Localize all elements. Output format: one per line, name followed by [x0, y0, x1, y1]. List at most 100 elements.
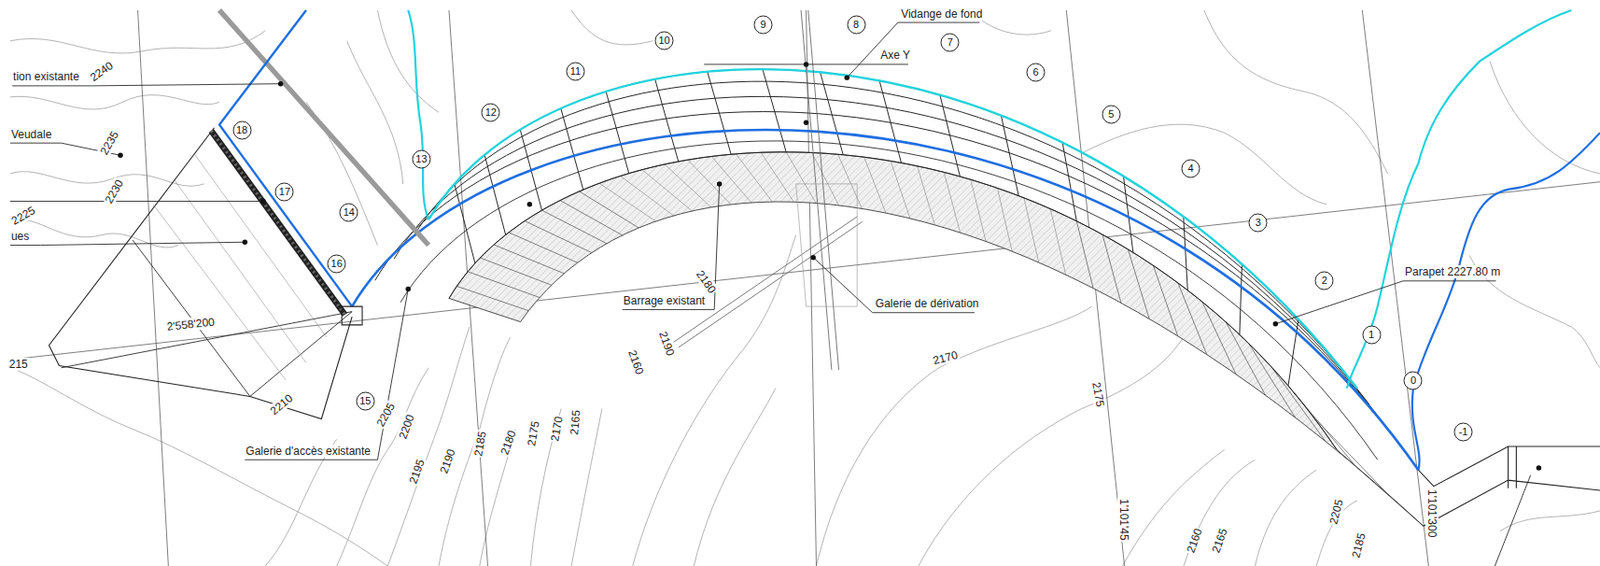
callout-number: 17 — [274, 182, 295, 202]
contour-line — [377, 10, 439, 113]
callout-circle: 18 — [232, 120, 253, 141]
existing-dam-joint — [467, 271, 540, 298]
contour-line — [10, 367, 388, 566]
callout-label: Axe Y — [879, 48, 912, 62]
leader-dot — [242, 239, 248, 245]
callout-label: 215 — [8, 357, 29, 371]
existing-dam-joint — [479, 257, 551, 285]
callout-number: -1 — [1453, 421, 1474, 442]
circle-shape — [1181, 159, 1200, 178]
contour-label: 2160 — [625, 347, 647, 378]
contour-label: 2185 — [471, 428, 490, 458]
callout-circle: 8 — [846, 14, 867, 35]
leader-dot — [803, 120, 809, 126]
callout-circle: 7 — [940, 32, 960, 53]
existing-dam-joint — [785, 152, 816, 204]
block-joint — [561, 108, 584, 190]
leader-line — [1494, 475, 1530, 566]
grid-line — [10, 182, 1600, 360]
callout-number: 14 — [338, 202, 359, 223]
existing-dam-joint — [864, 156, 886, 213]
contour-line — [387, 326, 469, 566]
callout-circle: 11 — [565, 61, 586, 82]
callout-label: Barrage existant — [622, 294, 706, 308]
leader-line — [1275, 280, 1496, 324]
dam-line — [449, 152, 1337, 450]
existing-dam-joint — [996, 187, 1012, 252]
callout-circle: 3 — [1248, 212, 1268, 233]
gallery-outline — [796, 183, 858, 307]
callout-number: 7 — [940, 32, 960, 53]
leader-dot — [406, 286, 411, 292]
grid-line — [806, 10, 817, 566]
callout-number: 12 — [480, 102, 501, 123]
circle-shape — [655, 31, 674, 50]
existing-dam-joint — [1270, 365, 1325, 441]
abutment-band — [210, 130, 345, 315]
existing-dam-joint — [579, 191, 640, 228]
contour-line — [632, 235, 797, 566]
contour-label: 2'558'200 — [165, 315, 216, 334]
contour-line — [1489, 61, 1600, 174]
circle-shape — [1362, 325, 1381, 344]
callout-number: 9 — [753, 14, 773, 35]
callout-number: 6 — [1025, 62, 1046, 83]
callout-number: 13 — [411, 149, 432, 169]
contour-label: 1'101'300 — [1425, 488, 1439, 538]
circle-shape — [566, 62, 585, 81]
existing-dam-joint — [599, 182, 657, 222]
leader-line — [622, 183, 720, 310]
leader-dot — [810, 254, 815, 260]
callout-circle: -1 — [1453, 421, 1474, 442]
existing-dam-joint — [1225, 322, 1266, 396]
existing-dam-joint — [1313, 416, 1388, 492]
contour-line — [10, 95, 220, 110]
contour-label: 2210 — [266, 391, 296, 419]
block-joint — [1062, 142, 1077, 222]
abutment-outline — [1417, 446, 1600, 526]
contour-label: 2190 — [436, 446, 459, 477]
existing-dam-joint — [812, 152, 840, 205]
circle-shape — [481, 103, 500, 122]
leader-dot — [260, 198, 266, 204]
contour-line — [815, 306, 1092, 566]
callout-number: 3 — [1248, 212, 1268, 233]
leader-line — [10, 200, 264, 202]
contour-label: 2160 — [1183, 525, 1206, 556]
contour-label: 2175 — [1089, 379, 1108, 409]
dam-line — [400, 140, 1378, 460]
leader-line — [12, 84, 281, 86]
block-joint — [879, 80, 901, 163]
circle-shape — [1315, 271, 1334, 290]
grid-line — [1361, 10, 1429, 566]
callout-label: Galerie de dérivation — [874, 296, 981, 310]
callout-circle: 10 — [654, 30, 674, 51]
circle-shape — [233, 121, 252, 140]
existing-dam-joint — [917, 166, 936, 225]
callout-circle: 14 — [338, 202, 359, 223]
leader-dot — [527, 201, 533, 207]
existing-dam-joint — [664, 164, 712, 208]
circle-shape — [847, 15, 866, 34]
callout-number: 18 — [232, 120, 253, 141]
block-joint — [1183, 216, 1189, 291]
callout-label: Veudale — [10, 127, 53, 141]
leader-dot — [278, 81, 283, 86]
callout-circle: 2 — [1314, 270, 1334, 291]
circle-shape — [1249, 213, 1267, 232]
existing-dam-joint — [1202, 301, 1236, 375]
contour-label: 2205 — [373, 399, 398, 430]
circle-shape — [754, 15, 772, 34]
existing-dam — [449, 152, 1424, 527]
callout-label: Parapet 2227.80 m — [1403, 265, 1502, 279]
callout-circle: 6 — [1025, 62, 1046, 83]
callout-number: 2 — [1314, 270, 1334, 291]
dam-line — [413, 81, 1370, 405]
circle-shape — [275, 182, 294, 201]
block-joint — [762, 69, 786, 153]
callout-number: 16 — [326, 253, 347, 274]
callout-label: tion existante — [12, 70, 81, 84]
existing-dam-joint — [1050, 209, 1067, 276]
contour-label: 2180 — [693, 266, 720, 297]
